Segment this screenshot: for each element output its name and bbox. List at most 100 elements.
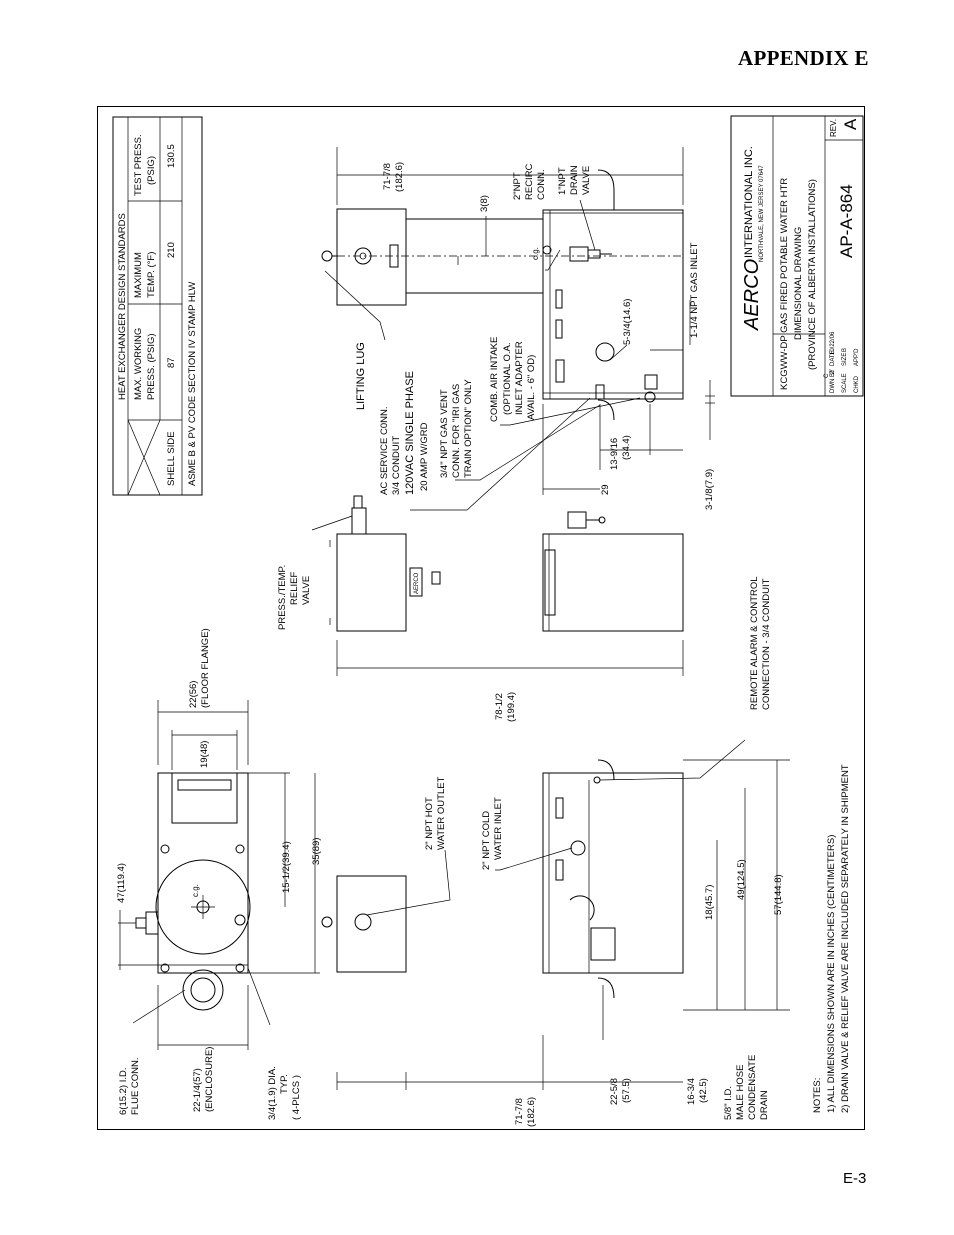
dim-text: 19(48) (199, 741, 210, 768)
notes: NOTES: 1) ALL DIMENSIONS SHOWN ARE IN IN… (812, 764, 851, 1113)
drawing-number: AP-A-864 (837, 184, 856, 258)
label-flue: 6(15.2) I.D. (118, 1067, 129, 1115)
dim-text: 49(124.5) (736, 859, 747, 900)
label-gas-vent: 3/4" NPT GAS VENT (439, 389, 450, 478)
table-header: PRESS. (PSIG) (146, 333, 157, 400)
note-2: 2) DRAIN VALVE & RELIEF VALVE ARE INCLUD… (840, 764, 851, 1113)
label-comb-air: INLET ADAPTER (514, 341, 525, 415)
label-drain-valve: VALVE (581, 166, 592, 195)
annotations: LIFTING LUG AC SERVICE C0NN. 3/4 CONDUIT… (118, 163, 772, 1120)
dim-text: (199.4) (506, 692, 517, 722)
title-small: DATE (830, 350, 836, 366)
rev-label: REV. (829, 119, 838, 137)
drawing-description: DIMENSIONAL DRAWING (793, 227, 804, 340)
plan-view (118, 700, 320, 1050)
table-header: TEST PRESS. (133, 134, 144, 196)
dim-text: 18(45.7) (704, 885, 715, 920)
label-ac-service: 3/4 CONDUIT (391, 436, 402, 495)
label-floor-flange: 22(56) (188, 681, 199, 708)
label-dia: TYP. (279, 1074, 290, 1094)
label-cold-inlet: WATER INLET (493, 797, 504, 860)
label-gas-inlet: 1-1/4 NPT GAS INLET (689, 242, 700, 338)
label-relief: VALVE (301, 576, 312, 605)
table-cell: 130.5 (166, 144, 177, 168)
dimensions: 71-7/8 (182.6) 3(8) 5-3/4(14.6) 13-9/16 … (116, 162, 784, 1127)
label-cg: c.g. (531, 247, 540, 260)
label-floor-flange: (FLOOR FLANGE) (200, 628, 211, 708)
label-enclosure: 22-1/4(57) (192, 1068, 203, 1112)
dim-text: (34.4) (621, 435, 632, 460)
dim-text: (182.6) (526, 1097, 537, 1127)
label-recirc: RECIRC (524, 163, 535, 200)
dim-text: 29 (600, 484, 611, 495)
label-enclosure: (ENCLOSURE) (204, 1047, 215, 1112)
drawing-description: KCGWW-DP GAS FIRED POTABLE WATER HTR (779, 178, 790, 390)
dim-text: 78-1/2 (494, 693, 505, 720)
label-cold-inlet: 2" NPT COLD (481, 811, 492, 870)
label-hot-outlet: WATER OUTLET (436, 776, 447, 850)
label-gas-vent: TRAIN OPTION" ONLY (463, 379, 474, 478)
drawing-frame (97, 106, 865, 1130)
title-small: CHKD (854, 375, 860, 393)
dim-text: 71-7/8 (382, 163, 393, 190)
dim-text: (182.6) (394, 162, 405, 192)
title-small: SIZE (842, 353, 848, 366)
label-ac-service: AC SERVICE C0NN. (379, 406, 390, 495)
label-ac-service: 20 AMP W/GRD (419, 422, 430, 491)
title-small: 10/22/06 (830, 331, 836, 355)
company-address: NORTHVALE, NEW JERSEY 07647 (759, 165, 765, 262)
appendix-heading: APPENDIX E (738, 46, 869, 70)
title-small: C (824, 373, 830, 378)
page-number: E-3 (843, 1170, 867, 1187)
title-small: Z (830, 370, 836, 374)
brand-logo: AERCO (741, 259, 763, 331)
dim-text: (42.5) (698, 1078, 709, 1103)
label-gas-vent: CONN. FOR "IRI GAS (451, 384, 462, 478)
label-remote-alarm: CONNECTION - 3/4 CONDUIT (761, 578, 772, 710)
dim-text: 47(119.4) (116, 863, 127, 903)
table-code: ASME B & PV CODE SECTION IV STAMP HLW (187, 282, 198, 486)
dim-text: 3(8) (479, 195, 490, 212)
rev-value: A (841, 118, 860, 130)
label-relief: RELIEF (289, 572, 300, 605)
label-recirc: 2"NPT (512, 172, 523, 200)
logo-badge: AERCO (414, 572, 420, 594)
title-block: AERCO INTERNATIONAL INC. NORTHVALE, NEW … (730, 115, 864, 397)
label-dia: ( 4-PLCS ) (291, 1075, 302, 1120)
label-condensate: MALE HOSE (735, 1065, 746, 1120)
label-dia: 3/4(1.9) DIA. (267, 1066, 278, 1120)
table-header: MAXIMUM (133, 252, 144, 298)
notes-title: NOTES: (812, 1078, 823, 1113)
label-comb-air: COMB. AIR INTAKE (489, 337, 500, 422)
dim-text: 13-9/16 (609, 438, 620, 470)
dim-text: 57(144.8) (773, 874, 784, 915)
label-cg: c.g. (191, 884, 200, 897)
label-drain-valve: 1"NPT (557, 167, 568, 195)
table-header: MAX. WORKING (133, 328, 144, 400)
dim-text: 3-1/8(7.9) (704, 469, 715, 510)
dim-text: 5-3/4(14.6) (622, 299, 633, 345)
label-condensate: CONDENSATE (747, 1055, 758, 1120)
table-header: TEMP. (°F) (146, 252, 157, 298)
side-view-lower (321, 739, 790, 1090)
label-condensate: 5/8" I.D. (723, 1086, 734, 1120)
dim-text: 71-7/8 (514, 1098, 525, 1125)
label-ac-service: 120VAC SINGLE PHASE (404, 371, 416, 495)
company-name: INTERNATIONAL INC. (743, 146, 755, 258)
table-header: (PSIG) (146, 156, 157, 185)
design-standards-table: HEAT EXCHANGER DESIGN STANDARDS MAX. WOR… (112, 116, 203, 496)
title-small: DWN BY (830, 369, 836, 393)
table-row-label: SHELL SIDE (166, 431, 177, 486)
drawing-description: (PROVINCE OF ALBERTA INSTALLATIONS) (807, 179, 818, 370)
label-relief: PRESS./TEMP. (277, 565, 288, 630)
title-small: B (842, 348, 848, 352)
label-comb-air: (OPTIONAL O.A. (502, 343, 513, 416)
title-small: APP'D (854, 348, 860, 366)
label-remote-alarm: REMOTE ALARM & CONTROL (749, 576, 760, 710)
side-view-upper (321, 147, 715, 511)
label-lifting-lug: LIFTING LUG (355, 342, 367, 410)
title-small: SCALE (842, 373, 848, 393)
label-condensate: DRAIN (759, 1090, 770, 1120)
label-drain-valve: DRAIN (569, 165, 580, 195)
